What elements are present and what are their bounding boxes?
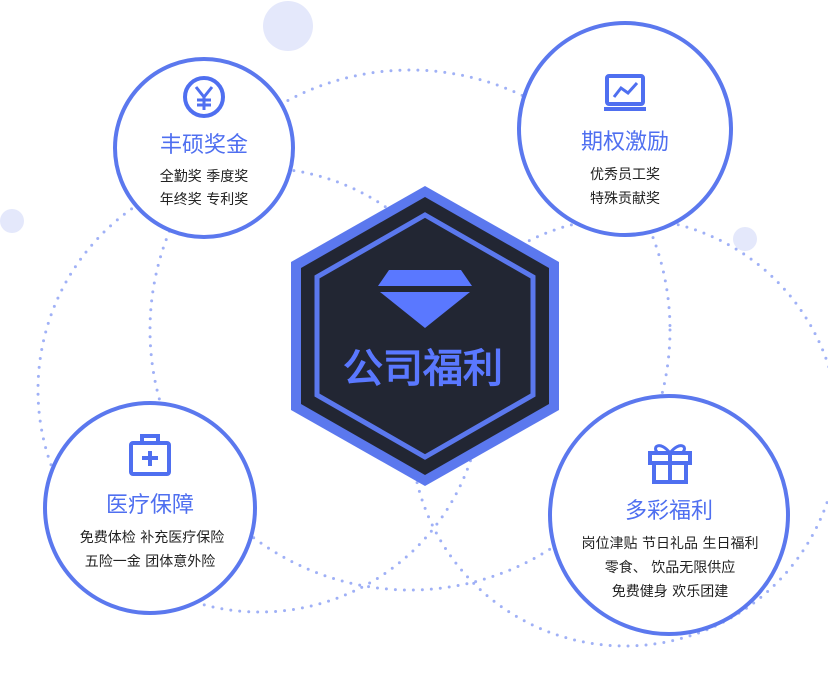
decor-bubble xyxy=(263,1,313,51)
card-title: 期权激励 xyxy=(581,130,669,155)
card-text-line: 五险一金 团体意外险 xyxy=(85,553,215,570)
card-text-line: 优秀员工奖 xyxy=(590,166,660,183)
card-bonus: 丰硕奖金 全勤奖 季度奖 年终奖 专利奖 xyxy=(113,57,295,239)
decor-bubble xyxy=(0,209,24,233)
card-welfare: 多彩福利 岗位津贴 节日礼品 生日福利 零食、 饮品无限供应 免费健身 欢乐团建 xyxy=(548,394,790,636)
diamond-icon xyxy=(378,270,472,328)
card-title: 多彩福利 xyxy=(625,499,713,524)
card-medical: 医疗保障 免费体检 补充医疗保险 五险一金 团体意外险 xyxy=(43,401,257,615)
card-title: 医疗保障 xyxy=(106,493,194,518)
card-text-line: 特殊贡献奖 xyxy=(590,190,660,207)
card-text-line: 免费体检 补充医疗保险 xyxy=(80,530,224,546)
card-title: 丰硕奖金 xyxy=(160,133,248,158)
chart-monitor-icon xyxy=(604,74,646,111)
card-options: 期权激励 优秀员工奖 特殊贡献奖 xyxy=(517,21,733,237)
center-title: 公司福利 xyxy=(343,346,503,392)
center-badge: 公司福利 xyxy=(291,186,559,486)
gift-icon xyxy=(648,444,692,484)
card-text-line: 年终奖 专利奖 xyxy=(160,191,248,208)
card-text-line: 全勤奖 季度奖 xyxy=(160,168,248,185)
card-text-line: 零食、 饮品无限供应 xyxy=(605,559,735,576)
orbit-ring xyxy=(148,68,672,592)
medical-kit-icon xyxy=(129,434,171,476)
yen-coin-icon xyxy=(183,76,225,118)
card-text-line: 免费健身 欢乐团建 xyxy=(612,584,728,600)
decor-bubble xyxy=(733,227,757,251)
card-text-line: 岗位津贴 节日礼品 生日福利 xyxy=(582,536,759,552)
